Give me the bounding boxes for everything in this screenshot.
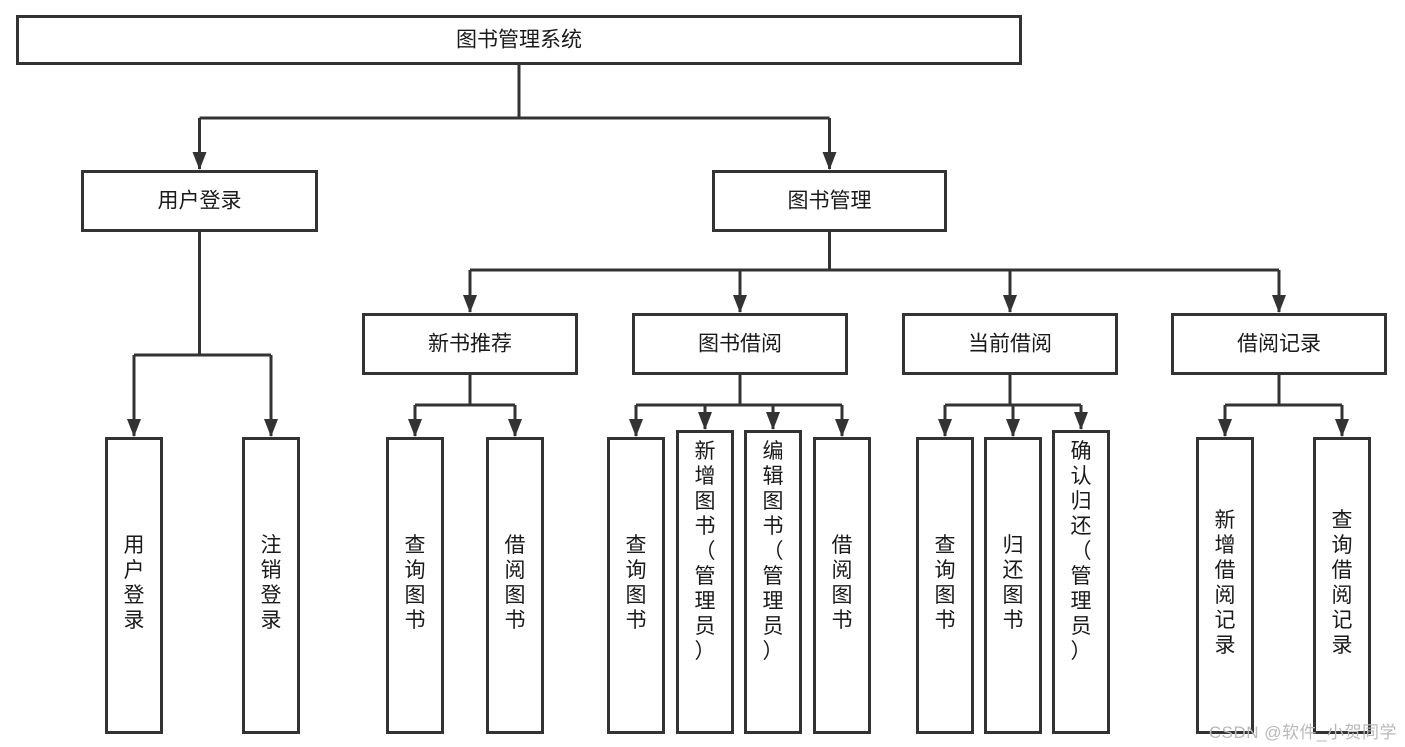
node-label: 归还图书 [1003, 534, 1024, 632]
node-label: 查询图书 [626, 534, 647, 632]
node-box[interactable] [81, 170, 318, 232]
arrow-head-down [264, 419, 278, 437]
node-box[interactable] [242, 437, 300, 734]
node-label: 新增图书（管理员） [695, 440, 716, 663]
node-label: 查询借阅记录 [1332, 509, 1353, 657]
node-label: 新增借阅记录 [1215, 509, 1236, 657]
node-label: 借阅图书 [505, 534, 526, 632]
node-box[interactable] [1313, 437, 1371, 734]
arrow-head-down [1006, 419, 1020, 437]
node-归还图书[interactable]: 归还图书 [984, 437, 1042, 734]
arrow-head-down [192, 152, 207, 170]
arrow-head-down [698, 412, 712, 430]
node-借阅图书[interactable]: 借阅图书 [486, 437, 544, 734]
node-label: 用户登录 [124, 534, 145, 632]
arrow-head-down [508, 419, 522, 437]
node-box[interactable] [386, 437, 444, 734]
node-box[interactable] [744, 430, 802, 734]
node-box[interactable] [1052, 430, 1110, 734]
node-图书借阅[interactable]: 图书借阅 [632, 313, 848, 375]
node-新书推荐[interactable]: 新书推荐 [362, 313, 578, 375]
node-label: 图书管理系统 [456, 29, 582, 52]
arrow-head-down [1074, 412, 1088, 430]
node-图书管理系统[interactable]: 图书管理系统 [16, 15, 1022, 65]
node-label: 图书借阅 [698, 333, 782, 356]
node-box[interactable] [676, 430, 734, 734]
node-label: 注销登录 [261, 534, 282, 632]
node-当前借阅[interactable]: 当前借阅 [902, 313, 1118, 375]
arrow-head-down [629, 419, 643, 437]
node-确认归还管理员[interactable]: 确认归还（管理员） [1052, 430, 1110, 734]
node-新增借阅记录[interactable]: 新增借阅记录 [1196, 437, 1254, 734]
node-box[interactable] [984, 437, 1042, 734]
node-label: 当前借阅 [968, 333, 1052, 356]
arrow-head-down [1218, 419, 1232, 437]
node-label: 新书推荐 [428, 333, 512, 356]
node-box[interactable] [902, 313, 1118, 375]
watermark: CSDN @软件_小贺同学 [1208, 723, 1397, 742]
node-box[interactable] [105, 437, 163, 734]
node-label: 图书管理 [788, 190, 872, 213]
arrow-head-down [766, 412, 780, 430]
arrow-head-down [1335, 419, 1349, 437]
arrow-head-down [822, 152, 837, 170]
node-label: 查询图书 [935, 534, 956, 632]
node-box[interactable] [632, 313, 848, 375]
arrow-head-down [1003, 295, 1017, 313]
node-借阅记录[interactable]: 借阅记录 [1171, 313, 1387, 375]
node-图书管理[interactable]: 图书管理 [712, 170, 947, 232]
arrow-head-down [733, 295, 747, 313]
arrow-head-down [1272, 295, 1286, 313]
node-box[interactable] [916, 437, 974, 734]
node-label: 借阅记录 [1237, 333, 1321, 356]
node-label: 借阅图书 [832, 534, 853, 632]
node-查询图书[interactable]: 查询图书 [386, 437, 444, 734]
node-查询图书[interactable]: 查询图书 [916, 437, 974, 734]
node-用户登录[interactable]: 用户登录 [81, 170, 318, 232]
node-box[interactable] [1196, 437, 1254, 734]
node-新增图书管理员[interactable]: 新增图书（管理员） [676, 430, 734, 734]
node-label: 确认归还（管理员） [1071, 440, 1092, 663]
node-box[interactable] [16, 15, 1022, 65]
node-查询图书[interactable]: 查询图书 [607, 437, 665, 734]
arrow-head-down [408, 419, 422, 437]
node-box[interactable] [1171, 313, 1387, 375]
nodes-layer: 图书管理系统用户登录图书管理用户登录注销登录新书推荐查询图书借阅图书图书借阅查询… [16, 15, 1387, 734]
arrow-head-down [463, 295, 477, 313]
arrow-head-down [127, 419, 141, 437]
node-查询借阅记录[interactable]: 查询借阅记录 [1313, 437, 1371, 734]
connectors-layer [127, 65, 1349, 437]
arrow-head-down [835, 419, 849, 437]
node-box[interactable] [486, 437, 544, 734]
arrow-head-down [938, 419, 952, 437]
node-label: 编辑图书（管理员） [763, 440, 784, 663]
node-box[interactable] [712, 170, 947, 232]
node-编辑图书管理员[interactable]: 编辑图书（管理员） [744, 430, 802, 734]
node-注销登录[interactable]: 注销登录 [242, 437, 300, 734]
node-box[interactable] [362, 313, 578, 375]
node-box[interactable] [813, 437, 871, 734]
node-box[interactable] [607, 437, 665, 734]
node-用户登录[interactable]: 用户登录 [105, 437, 163, 734]
node-label: 用户登录 [158, 190, 242, 213]
node-借阅图书[interactable]: 借阅图书 [813, 437, 871, 734]
node-label: 查询图书 [405, 534, 426, 632]
